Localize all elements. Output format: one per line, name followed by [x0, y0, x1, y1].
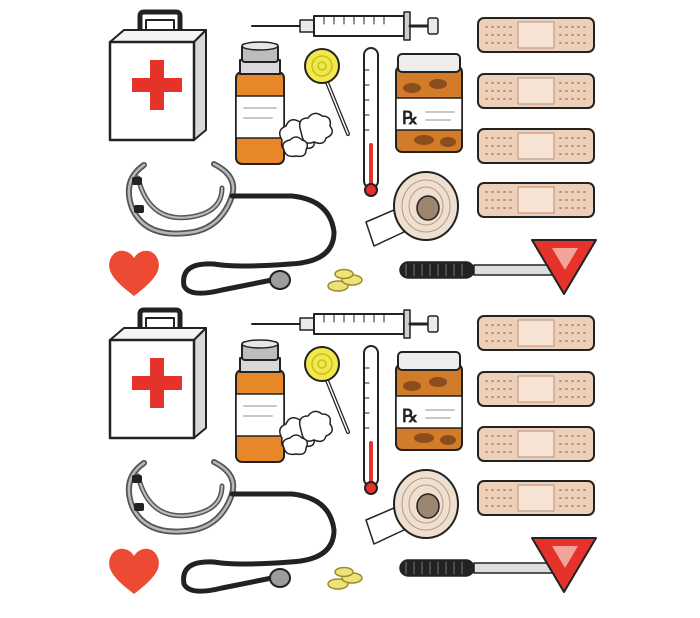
sticker-set-bottom — [109, 310, 596, 594]
sticker-set-top — [109, 12, 596, 296]
